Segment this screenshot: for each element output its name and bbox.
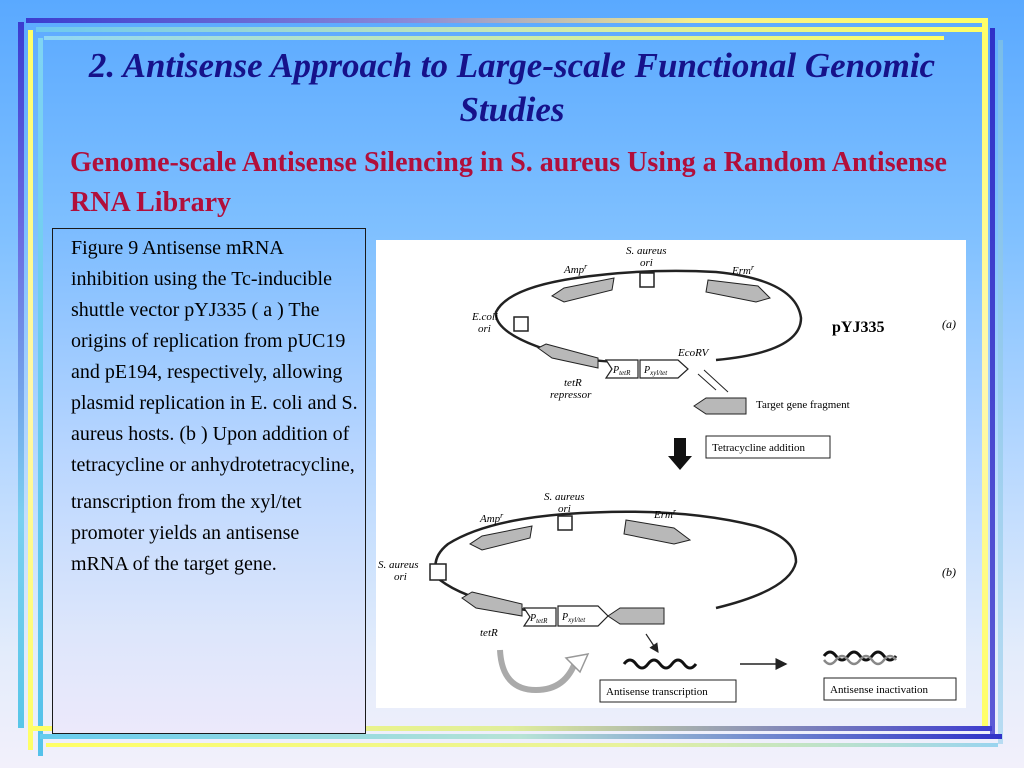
ptetr-label-a: PtetR [612,365,631,377]
frame-stripe-right-1 [982,18,988,730]
caption-paragraph-1: Figure 9 Antisense mRNA inhibition using… [71,237,358,476]
caption-paragraph-2: transcription from the xyl/tet promoter … [71,491,302,575]
tetr-repressor-label-a-2: repressor [550,389,592,401]
step-transition: Tetracycline addition [668,435,831,470]
antisense-transcription-label: Antisense transcription [606,686,708,698]
antisense-duplex-squiggle-1 [822,650,898,662]
plasmid-name-label: pYJ335 [832,319,884,336]
tetr-label-b: tetR [480,627,498,639]
induction-curved-arrow [497,649,579,694]
slide-title: 2. Antisense Approach to Large-scale Fun… [88,46,936,129]
e-coli-ori-box-a [513,316,529,332]
tetr-gene-arrow-b [461,591,523,617]
frame-stripe-left-3 [38,38,43,756]
e-coli-ori-label-a: E.coli [471,311,498,323]
s-aureus-ori-label-b-top-2: ori [558,503,571,515]
frame-stripe-bottom-2 [40,734,1002,739]
s-aureus-ori-label-a-2: ori [640,257,653,269]
pxyltet-promoter-a [639,359,689,379]
pxyltet-label-a: Pxyl/tet [643,365,668,377]
s-aureus-ori-label-b-top: S. aureus [544,491,585,503]
frame-stripe-left-1 [18,22,24,728]
s-aureus-ori-box-a [639,272,655,288]
s-aureus-ori-label-a: S. aureus [626,245,667,257]
panel-b-label: (b) [942,565,956,579]
erm-gene-arrow-b [623,519,692,545]
antisense-inactivation-label: Antisense inactivation [830,684,929,696]
pxyltet-promoter-b [557,605,609,627]
down-arrow-head [668,456,692,470]
target-insert-arrow-b [607,607,665,625]
ptetr-label-b: PtetR [529,613,548,625]
tetracycline-addition-box [705,435,831,459]
amp-gene-arrow-b [469,525,533,551]
amp-label-a: Ampr [563,262,588,277]
erm-label-a: Ermr [731,263,755,278]
plasmid-diagram: Ampr S. aureus ori Ermr E.coli ori tetR … [378,245,957,703]
down-arrow-shaft [674,438,686,458]
transcript-pointer-arrow [645,633,659,653]
frame-stripe-top-3 [44,36,944,40]
frame-stripe-top-1 [26,18,986,23]
ecorv-cut-line-2 [703,369,729,393]
induction-arrow-head [564,653,590,674]
frame-stripe-bottom-1 [30,726,992,731]
plasmid-a-backbone [494,269,803,364]
ptetr-promoter-b [522,607,557,627]
amp-gene-arrow-a [551,277,615,303]
e-coli-ori-label-a-2: ori [478,323,491,335]
ecorv-label-a: EcoRV [677,347,710,359]
slide-subtitle: Genome-scale Antisense Silencing in S. a… [70,147,947,218]
frame-stripe-right-3 [998,40,1003,744]
ptetr-promoter-a [604,359,639,379]
s-aureus-ori-label-b-left: S. aureus [378,559,419,571]
panel-a: Ampr S. aureus ori Ermr E.coli ori tetR … [471,245,956,415]
figure-caption-box: Figure 9 Antisense mRNA inhibition using… [52,228,366,734]
target-gene-fragment-label: Target gene fragment [756,399,850,411]
erm-label-b: Ermr [653,507,677,522]
plasmid-b-backbone [434,510,798,612]
panel-b: Ampr S. aureus ori Ermr S. aureus ori te… [378,491,957,703]
pxyltet-label-b: Pxyl/tet [561,612,586,624]
tetracycline-addition-label: Tetracycline addition [712,442,805,454]
tetr-repressor-label-a: tetR [564,377,582,389]
antisense-duplex-squiggle-2 [823,654,897,666]
panel-a-label: (a) [942,317,956,331]
target-gene-fragment-arrow [693,397,747,415]
s-aureus-ori-box-b-left [429,563,447,581]
ecorv-cut-line-1 [697,373,717,391]
frame-stripe-bottom-3 [46,743,998,747]
antisense-transcript-squiggle [622,658,698,670]
antisense-inactivation-box [823,677,957,701]
amp-label-b: Ampr [479,511,504,526]
erm-gene-arrow-a [705,279,771,303]
s-aureus-ori-label-b-left-2: ori [394,571,407,583]
frame-stripe-top-2 [36,27,988,32]
tetr-gene-arrow-a [537,343,599,369]
s-aureus-ori-box-b-top [557,515,573,531]
figure-caption: Figure 9 Antisense mRNA inhibition using… [71,233,359,580]
frame-stripe-left-2 [28,30,33,750]
plasmid-figure: Ampr S. aureus ori Ermr E.coli ori tetR … [376,240,966,708]
antisense-transcription-box [599,679,737,703]
frame-stripe-right-2 [990,28,995,738]
